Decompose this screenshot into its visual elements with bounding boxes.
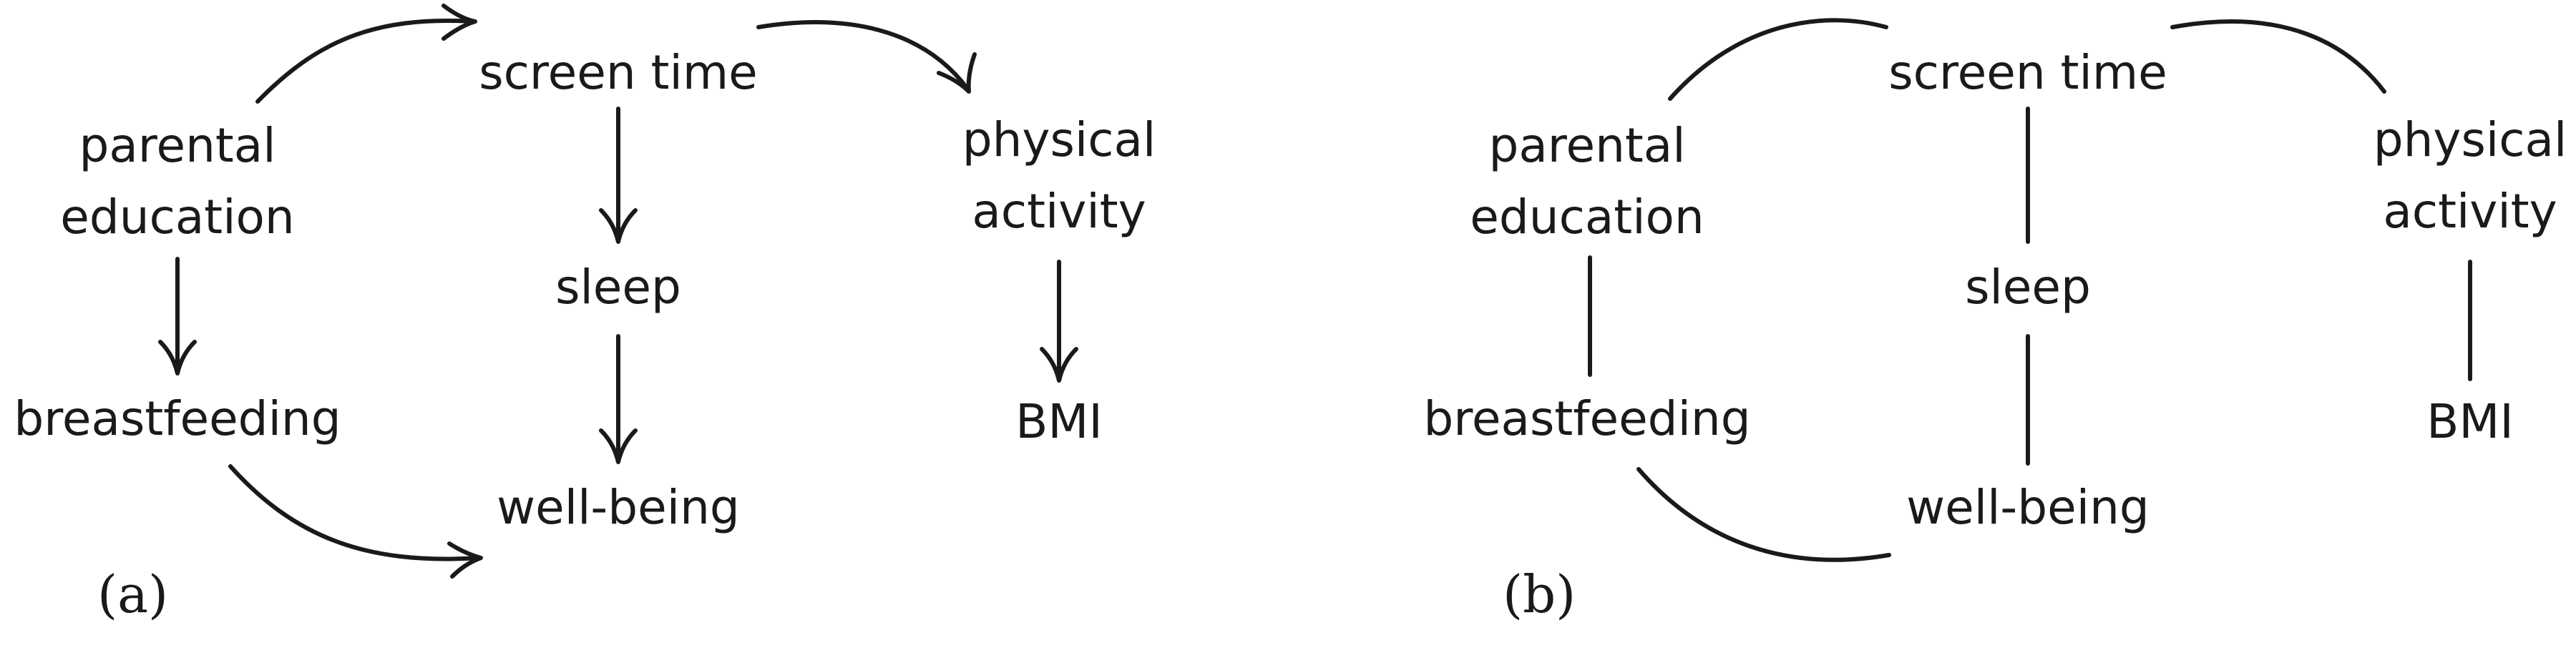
node-a-bmi: BMI — [1015, 394, 1103, 449]
panel-a-label: (a) — [97, 564, 168, 624]
node-b-physical-activity-line2: activity — [2383, 184, 2557, 239]
arrowhead-a-well-being-icon — [599, 428, 638, 464]
node-b-parental-education-line1: parental — [1488, 118, 1685, 173]
arrowhead-a-breastfeeding-icon — [158, 340, 197, 375]
edge-a-screen-time-to-physical-activity — [756, 20, 970, 91]
arrowhead-a-screen-time-icon — [441, 4, 477, 41]
node-a-screen-time: screen time — [479, 45, 758, 100]
node-b-breastfeeding: breastfeeding — [1423, 391, 1750, 446]
panel-a-edges — [158, 4, 1078, 579]
edge-b-parental-education-to-screen-time — [1668, 18, 1888, 101]
node-b-sleep: sleep — [1965, 260, 2091, 315]
arrowhead-a-well-being-curve-icon — [447, 541, 483, 579]
panel-b-label: (b) — [1503, 564, 1576, 624]
arrowhead-a-physical-activity-icon — [937, 52, 977, 94]
arrowhead-a-sleep-icon — [599, 208, 638, 244]
node-b-well-being: well-being — [1906, 480, 2150, 535]
node-b-physical-activity-line1: physical — [2373, 112, 2567, 167]
node-a-physical-activity-line1: physical — [962, 112, 1156, 167]
edge-a-parental-education-to-screen-time — [255, 19, 474, 104]
panel-b-edges — [1588, 18, 2472, 562]
node-b-screen-time: screen time — [1888, 45, 2167, 100]
node-a-parental-education-line1: parental — [79, 118, 275, 173]
panel-a: parental education screen time physical … — [14, 4, 1156, 624]
edge-a-breastfeeding-to-well-being — [228, 464, 480, 561]
edge-b-screen-time-to-physical-activity — [2170, 19, 2386, 94]
panel-b-nodes: parental education screen time physical … — [1423, 45, 2567, 535]
panel-a-nodes: parental education screen time physical … — [14, 45, 1156, 535]
arrowhead-a-bmi-icon — [1040, 347, 1078, 383]
node-a-well-being: well-being — [497, 480, 740, 535]
node-a-physical-activity-line2: activity — [972, 184, 1146, 239]
node-a-breastfeeding: breastfeeding — [14, 391, 341, 446]
panel-b: parental education screen time physical … — [1423, 18, 2567, 624]
edge-b-breastfeeding-to-well-being — [1636, 467, 1891, 562]
node-a-sleep: sleep — [555, 260, 681, 315]
node-a-parental-education-line2: education — [60, 190, 295, 245]
node-b-bmi: BMI — [2426, 394, 2514, 449]
node-b-parental-education-line2: education — [1470, 190, 1704, 245]
